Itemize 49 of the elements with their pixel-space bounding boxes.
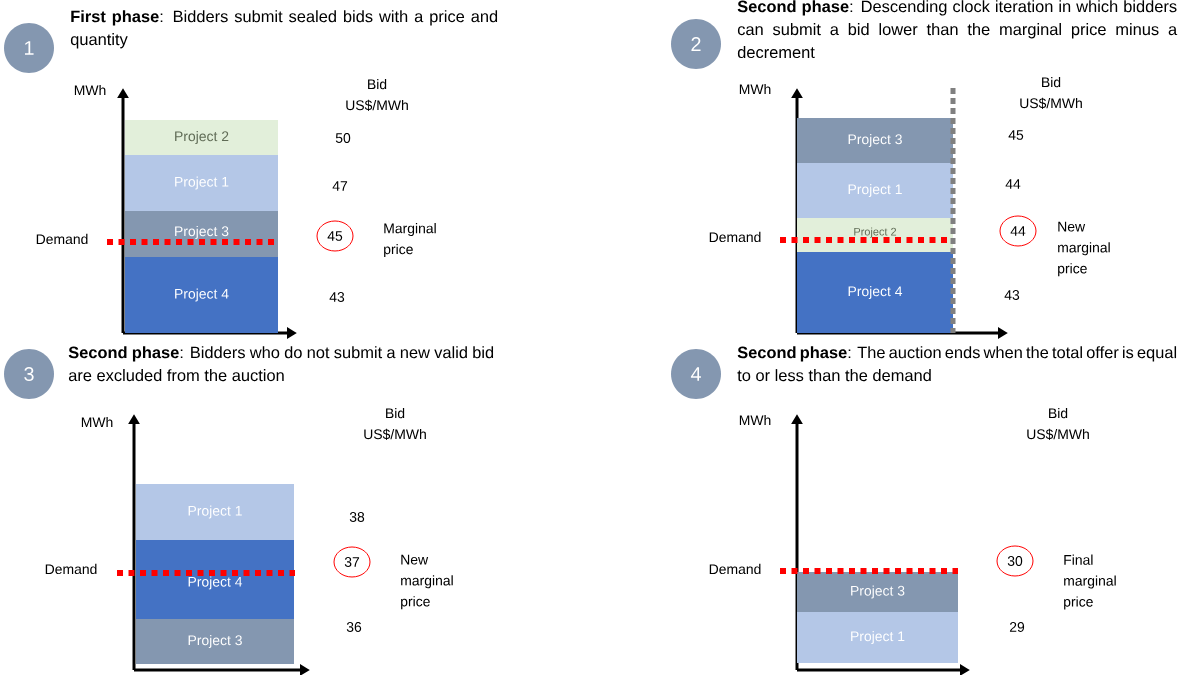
step-badge: 3 [4,349,54,399]
demand-label: Demand [36,233,88,245]
phase-description: Second phase: Bidders who do not submit a new valid bid are excluded from the auction [68,346,494,382]
bar-segment: Project 2 [125,120,278,155]
circled-price: 30 [996,545,1034,577]
axis-label: MWh [739,83,771,95]
step-badge: 1 [4,23,54,73]
bar-segment: Project 4 [125,257,278,333]
price-note: Final marginal price [1064,554,1116,610]
bid-value: 43 [1004,290,1020,300]
price-note: New marginal price [401,554,453,610]
column-heading: Bid US$/MWh [364,408,426,440]
bid-value: 50 [335,133,351,143]
step-badge: 2 [671,19,721,69]
circled-price: 37 [333,546,371,578]
axis-label: MWh [74,84,106,96]
phase-description: Second phase: The auction ends when the total offer is equal to or less than the demand [737,346,1177,382]
bid-value: 47 [332,181,348,191]
axis-label: MWh [81,416,113,428]
circled-price: 45 [316,220,354,252]
demand-label: Demand [45,563,97,575]
bid-value: 38 [349,512,365,522]
axis-label: MWh [739,414,771,426]
bar-segment: Project 4 [136,540,294,619]
bid-value: 29 [1009,622,1025,632]
bid-value: 44 [1005,179,1021,189]
phase-description: First phase: Bidders submit sealed bids with a price and quantity [70,10,498,49]
bar-segment: Project 1 [125,155,278,211]
column-heading: Bid US$/MWh [1020,77,1082,109]
bar-segment: Project 2 [797,218,953,252]
price-note: New marginal price [1058,221,1110,277]
step-badge: 4 [671,349,721,399]
bid-value: 36 [346,622,362,632]
bid-value: 45 [1008,130,1024,140]
column-heading: Bid US$/MWh [346,79,408,111]
phase-description: Second phase: Descending clock iteration in which bidders can submit a bid lower than the marginal price minus a decrement [737,0,1178,59]
bar-segment: Project 1 [797,163,953,218]
bar-segment: Project 3 [797,572,958,612]
price-note: Marginal price [384,223,436,257]
column-heading: Bid US$/MWh [1027,408,1089,440]
bar-segment: Project 4 [797,252,953,333]
bid-value: 43 [329,292,345,302]
bar-segment: Project 1 [136,484,294,540]
bar-segment: Project 1 [797,612,958,663]
bar-segment: Project 3 [797,118,953,163]
circled-price: 44 [999,215,1037,247]
bar-segment: Project 3 [136,619,294,664]
demand-label: Demand [709,231,761,243]
demand-label: Demand [709,563,761,575]
